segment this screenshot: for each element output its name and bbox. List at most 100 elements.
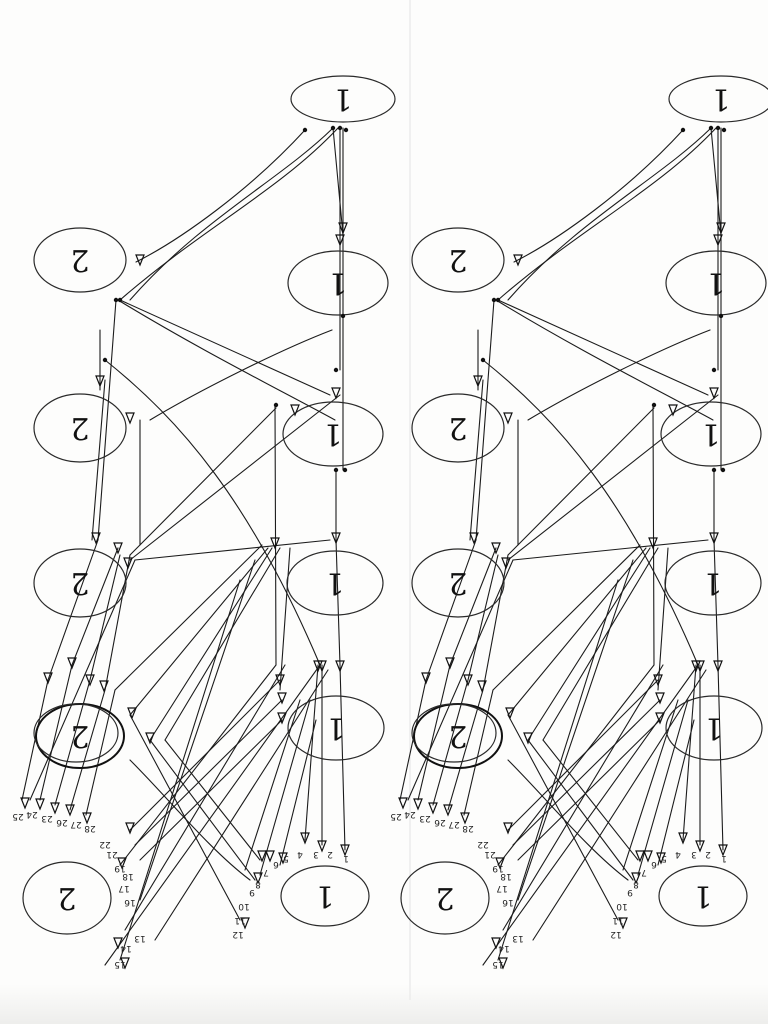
arrowhead: [113, 542, 123, 555]
connection-line: [119, 299, 331, 396]
terminal-label: 8: [633, 879, 639, 889]
connection-line: [710, 127, 722, 236]
state-node-label: 2: [448, 565, 467, 600]
arrowhead: [501, 557, 511, 570]
terminal-label: 19: [114, 863, 126, 873]
state-node: 1: [658, 865, 748, 927]
connection-line: [492, 544, 641, 691]
arrowhead: [125, 822, 135, 835]
connection-line: [497, 127, 717, 301]
state-node-ellipse: [400, 861, 490, 935]
connection-line: [149, 739, 256, 881]
arrowhead: [331, 532, 341, 545]
arrowhead: [656, 852, 666, 865]
junction-dot: [651, 402, 657, 408]
arrowhead: [713, 234, 723, 247]
connection-line: [507, 679, 659, 831]
connection-line: [129, 759, 251, 881]
arrowhead: [253, 872, 263, 885]
junction-dot: [491, 297, 497, 303]
arrowhead: [290, 404, 300, 417]
arrowhead: [523, 732, 533, 745]
state-node-label: 1: [711, 81, 730, 116]
connection-line: [279, 547, 291, 691]
arrowhead: [270, 537, 280, 550]
connection-line: [497, 299, 709, 396]
state-node: 2: [411, 227, 505, 293]
arrowhead: [277, 712, 287, 725]
state-node-ellipse: [287, 695, 385, 761]
arrowhead: [145, 732, 155, 745]
arrowhead: [91, 532, 101, 545]
connection-line: [417, 664, 451, 801]
arrowhead: [275, 674, 285, 687]
connection-line: [507, 547, 647, 716]
arrowhead: [413, 798, 423, 811]
terminal-label: 22: [477, 839, 488, 849]
state-node-label: 1: [315, 878, 334, 913]
junction-dot: [343, 127, 349, 133]
arrowhead: [718, 844, 728, 857]
junction-dot: [495, 297, 501, 303]
terminal-label: 15: [492, 959, 503, 969]
state-node: 1: [280, 865, 370, 927]
state-node-label: 2: [448, 242, 467, 277]
connection-line: [129, 679, 281, 831]
terminal-label: 27: [448, 819, 459, 829]
arrowhead: [257, 850, 267, 863]
arrowhead: [477, 680, 487, 693]
state-node-ellipse-overdraw: [411, 703, 497, 763]
junction-dot: [273, 402, 279, 408]
arrowhead: [668, 404, 678, 417]
connection-line: [129, 407, 277, 556]
state-node-ellipse: [33, 393, 127, 463]
connection-line: [135, 129, 306, 263]
state-node: 1: [287, 695, 385, 761]
connection-line: [497, 664, 655, 866]
junction-dot: [708, 125, 714, 131]
state-node-ellipse: [411, 393, 505, 463]
state-node-label: 1: [328, 265, 347, 300]
state-node-ellipse: [665, 695, 763, 761]
arrowhead: [653, 674, 663, 687]
terminal-label: 3: [313, 849, 319, 859]
connection-line: [407, 559, 514, 801]
arrowhead: [491, 542, 501, 555]
arrowhead: [50, 802, 60, 815]
connection-line: [467, 554, 499, 681]
arrowhead: [695, 660, 705, 673]
connection-line: [425, 539, 477, 681]
state-node: 2: [400, 861, 490, 935]
arrowhead: [463, 674, 473, 687]
state-node-ellipse: [286, 550, 384, 616]
connection-line: [475, 299, 495, 541]
arrowhead: [278, 852, 288, 865]
arrowhead: [117, 857, 127, 870]
state-node-label: 1: [706, 265, 725, 300]
arrowhead: [643, 850, 653, 863]
connection-line: [682, 664, 697, 841]
state-node-label: 1: [704, 710, 723, 745]
connection-line: [513, 129, 684, 263]
arrowhead: [113, 937, 123, 950]
connection-line: [114, 544, 263, 691]
terminal-label: 5: [283, 853, 289, 863]
connection-line: [542, 547, 659, 741]
arrowhead: [335, 660, 345, 673]
connection-line: [542, 739, 639, 861]
connection-line: [119, 579, 241, 961]
junction-dot: [113, 297, 119, 303]
terminal-label: 12: [610, 929, 621, 939]
arrowhead: [631, 872, 641, 885]
arrowhead: [240, 917, 250, 930]
arrowhead: [445, 657, 455, 670]
arrowhead: [123, 557, 133, 570]
junction-dot: [117, 297, 123, 303]
terminal-label: 7: [263, 867, 269, 877]
connection-line: [497, 579, 619, 961]
connection-line: [482, 664, 699, 966]
terminal-label: 18: [122, 871, 134, 881]
junction-dot: [333, 467, 339, 473]
connection-line: [129, 714, 241, 921]
arrowhead: [460, 812, 470, 825]
